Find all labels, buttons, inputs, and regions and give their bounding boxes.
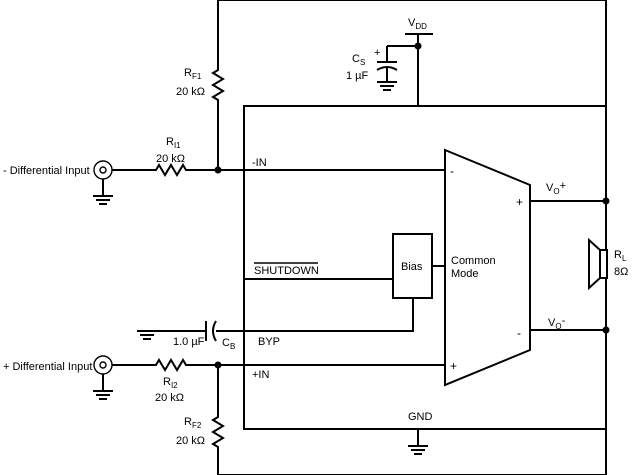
vo-minus-label: VO- <box>548 315 566 331</box>
ri1-name: RI1 <box>166 136 181 150</box>
common-mode-line2: Mode <box>451 268 479 280</box>
pin-gnd: GND <box>408 411 433 423</box>
cb-value: 1.0 µF <box>173 336 205 348</box>
amp-plus-input: + <box>450 359 457 373</box>
cs-name: CS <box>352 53 365 67</box>
pin-plus-in: +IN <box>252 369 269 381</box>
vdd-rail <box>387 33 433 106</box>
bias-label: Bias <box>401 261 423 273</box>
speaker-icon <box>588 237 608 291</box>
amp-plus-output: + <box>516 195 523 209</box>
negative-input-jack <box>93 160 113 205</box>
byp-wire <box>216 298 414 332</box>
cs-capacitor <box>376 46 398 91</box>
rf1-value: 20 kΩ <box>176 86 205 98</box>
negative-input-label: - Differential Input <box>3 165 90 177</box>
positive-input-label: + Differential Input <box>3 361 92 373</box>
ri1-resistor <box>112 163 218 177</box>
positive-input-jack <box>93 355 113 400</box>
rf1-name: RF1 <box>184 67 202 81</box>
cs-polarity: + <box>374 47 380 59</box>
vdd-label: VDD <box>408 17 427 31</box>
rl-name: RL <box>614 249 627 263</box>
ri1-value: 20 kΩ <box>156 153 185 165</box>
junction-vdd <box>414 42 422 50</box>
rf2-resistor <box>211 365 225 455</box>
cb-name: CB <box>222 337 235 351</box>
cs-value: 1 µF <box>346 70 369 82</box>
pin-minus-in: -IN <box>252 157 267 169</box>
ri2-name: RI2 <box>163 376 178 390</box>
ri2-value: 20 kΩ <box>155 392 184 404</box>
rf1-resistor <box>211 60 225 168</box>
vo-plus-label: VO+ <box>546 180 566 196</box>
pin-byp: BYP <box>258 336 280 348</box>
junction-vo-minus <box>602 326 610 334</box>
junction-vo-plus <box>602 197 610 205</box>
outer-loop-wire <box>217 0 607 475</box>
amp-minus-input: - <box>450 164 454 178</box>
cb-capacitor <box>137 320 217 342</box>
ri2-resistor <box>112 358 218 372</box>
pin-shutdown: SHUTDOWN <box>254 265 319 277</box>
amplifier-block <box>444 148 531 387</box>
common-mode-line1: Common <box>451 255 496 267</box>
rf2-name: RF2 <box>184 416 202 430</box>
rl-value: 8Ω <box>614 266 628 278</box>
gnd-symbol <box>408 429 428 455</box>
amp-minus-output: - <box>517 326 521 340</box>
rf2-value: 20 kΩ <box>176 435 205 447</box>
